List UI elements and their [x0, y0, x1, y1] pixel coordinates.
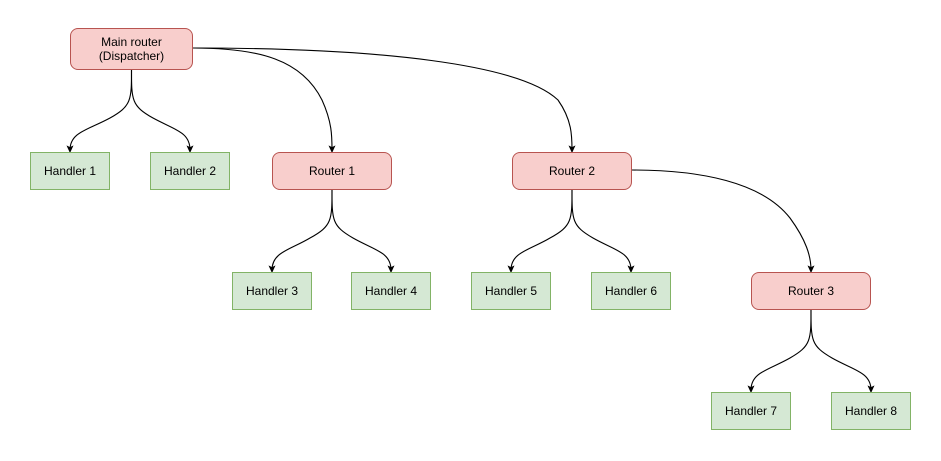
node-handler-6[interactable]: Handler 6 [591, 272, 671, 310]
node-label-handler-5: Handler 5 [484, 284, 538, 298]
edge-r2-h5 [507, 189, 573, 274]
edge-main-r2 [192, 47, 576, 154]
node-label-router-1: Router 1 [308, 164, 356, 178]
edge-main-h1 [66, 69, 133, 154]
node-label-router-2: Router 2 [548, 164, 596, 178]
node-label-handler-2: Handler 2 [163, 164, 217, 178]
node-label-handler-7: Handler 7 [724, 404, 778, 418]
node-router-3[interactable]: Router 3 [751, 272, 871, 310]
node-handler-4[interactable]: Handler 4 [351, 272, 431, 310]
edge-r3-h8 [810, 309, 875, 394]
node-label-handler-3: Handler 3 [245, 284, 299, 298]
edge-main-r1 [192, 47, 336, 154]
edges-group [66, 47, 875, 394]
node-handler-8[interactable]: Handler 8 [831, 392, 911, 430]
node-handler-3[interactable]: Handler 3 [232, 272, 312, 310]
node-router-2[interactable]: Router 2 [512, 152, 632, 190]
node-handler-1[interactable]: Handler 1 [30, 152, 110, 190]
node-main-router[interactable]: Main router (Dispatcher) [70, 28, 193, 70]
node-label-main-router: Main router (Dispatcher) [98, 35, 165, 63]
node-label-handler-6: Handler 6 [604, 284, 658, 298]
node-label-handler-8: Handler 8 [844, 404, 898, 418]
edge-r1-h4 [331, 189, 395, 274]
node-handler-5[interactable]: Handler 5 [471, 272, 551, 310]
node-handler-7[interactable]: Handler 7 [711, 392, 791, 430]
edge-r2-r3 [631, 169, 815, 274]
node-handler-2[interactable]: Handler 2 [150, 152, 230, 190]
edge-r2-h6 [571, 189, 635, 274]
edge-r1-h3 [268, 189, 333, 274]
edge-r3-h7 [747, 309, 812, 394]
node-label-handler-4: Handler 4 [364, 284, 418, 298]
edge-main-h2 [130, 69, 194, 154]
node-router-1[interactable]: Router 1 [272, 152, 392, 190]
node-label-handler-1: Handler 1 [43, 164, 97, 178]
node-label-router-3: Router 3 [787, 284, 835, 298]
